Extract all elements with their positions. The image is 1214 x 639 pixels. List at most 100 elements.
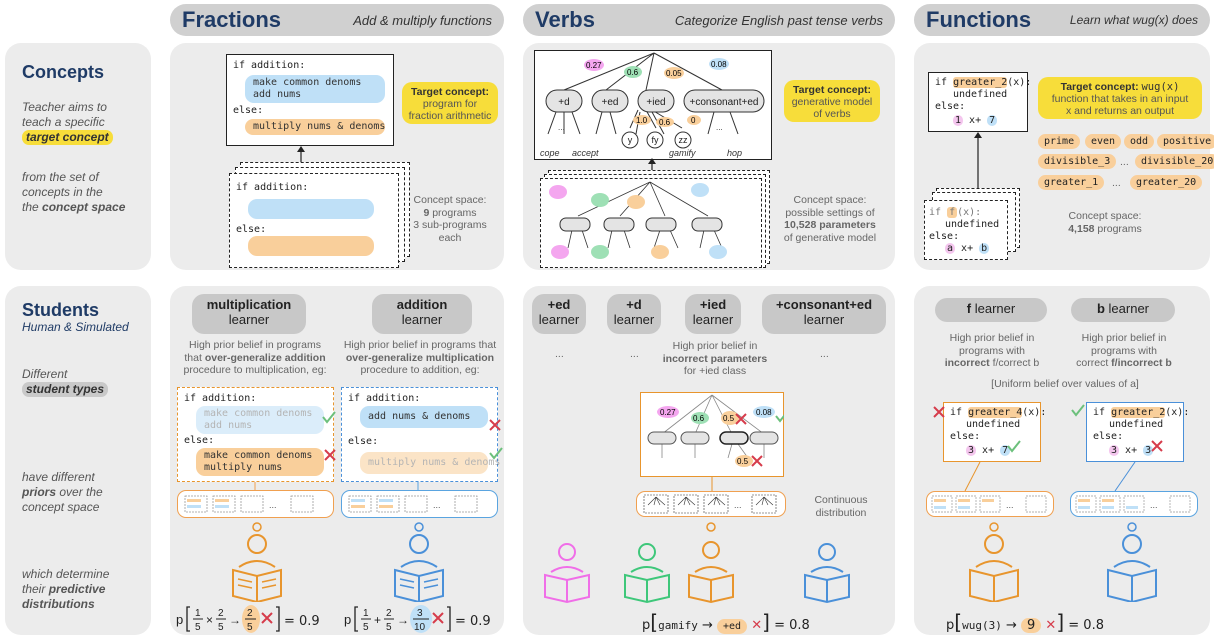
svg-text:p: p bbox=[344, 612, 351, 627]
mult-predictive-formula: p 15 × 25 → 25 bbox=[176, 605, 280, 633]
svg-text:2: 2 bbox=[247, 608, 253, 619]
svg-text:...: ... bbox=[1006, 500, 1014, 510]
predicate-tag: divisible_3 bbox=[1038, 154, 1117, 169]
verb-prob: 0.08 bbox=[711, 60, 727, 69]
f-student-figure bbox=[969, 522, 1019, 602]
mult-learner-program: if addition: make common denoms add nums… bbox=[177, 387, 334, 482]
verb-prob: 0.27 bbox=[586, 61, 602, 70]
header-title: Verbs bbox=[535, 7, 595, 32]
header-title: Fractions bbox=[182, 7, 282, 32]
header-subtitle: Categorize English past tense verbs bbox=[674, 12, 883, 28]
svg-text:0: 0 bbox=[691, 116, 696, 125]
plus-ed-student-figure bbox=[544, 543, 590, 604]
b-learner-pill: b learner bbox=[1071, 298, 1175, 322]
svg-text:5: 5 bbox=[218, 622, 224, 633]
predicate-tag: prime bbox=[1038, 134, 1081, 149]
mult-subprogram: multiply nums & denoms bbox=[245, 119, 385, 135]
verbs-predictive-formula: p[gamify → +ed ✕] = 0.8 bbox=[642, 610, 810, 634]
header-verbs: Verbs Categorize English past tense verb… bbox=[523, 4, 895, 36]
svg-text:accept: accept bbox=[572, 148, 599, 158]
student-types-desc: Different student types bbox=[22, 367, 109, 397]
add-formula-prob: = 0.9 bbox=[455, 614, 491, 629]
svg-text:10: 10 bbox=[414, 622, 426, 633]
verb-prob: 0.05 bbox=[666, 69, 682, 78]
fractions-connectors bbox=[254, 482, 419, 490]
b-learner-program: if greater_2(x): undefined else: 3 x+ 3 bbox=[1086, 402, 1189, 462]
plus-d-student-figure bbox=[624, 543, 670, 604]
mult-student-figure bbox=[232, 522, 282, 602]
header-subtitle: Add & multiply functions bbox=[353, 12, 492, 28]
predictive-desc: which determine their predictive distrib… bbox=[22, 567, 110, 611]
fractions-concept-space: if addition: else: bbox=[229, 173, 399, 268]
svg-text:5: 5 bbox=[363, 622, 369, 633]
b-student-figure bbox=[1107, 522, 1157, 602]
svg-text:0.6: 0.6 bbox=[693, 414, 705, 423]
svg-text:cope: cope bbox=[540, 148, 560, 158]
uniform-belief-text: [Uniform belief over values of a] bbox=[991, 378, 1139, 390]
predicate-tag: even bbox=[1085, 134, 1122, 149]
svg-text:...: ... bbox=[1150, 500, 1158, 510]
header-subtitle: Learn what wug(x) does bbox=[1069, 13, 1198, 27]
svg-text:1.0: 1.0 bbox=[636, 116, 648, 125]
svg-text:0.27: 0.27 bbox=[660, 408, 676, 417]
left-students-panel bbox=[5, 286, 151, 635]
functions-predictive-formula: p[wug(3) → 9 ✕] = 0.8 bbox=[946, 610, 1104, 634]
functions-prior-minis: ...... bbox=[931, 495, 1191, 513]
svg-text:0.08: 0.08 bbox=[756, 408, 772, 417]
add-subprogram: make common denoms add nums bbox=[245, 75, 385, 103]
svg-text:5: 5 bbox=[195, 622, 201, 633]
verb-node: +d bbox=[558, 97, 569, 108]
svg-text:0.5: 0.5 bbox=[737, 457, 749, 466]
students-heading: Students bbox=[22, 300, 100, 320]
svg-text:y: y bbox=[628, 135, 633, 145]
svg-text:0.6: 0.6 bbox=[659, 118, 671, 127]
svg-text:2: 2 bbox=[218, 608, 224, 619]
fractions-target-program: if addition: make common denoms add nums… bbox=[226, 54, 394, 146]
svg-text:×: × bbox=[206, 613, 213, 627]
plus-consonant-student-figure bbox=[804, 543, 850, 604]
add-predictive-formula: p 15 + 25 → 310 bbox=[344, 605, 451, 633]
add-learner-program: if addition: add nums & denoms else: mul… bbox=[341, 387, 500, 482]
priors-desc: have different priors over the concept s… bbox=[22, 470, 103, 514]
svg-text:1: 1 bbox=[195, 608, 201, 619]
verbs-target-tree: 0.27 0.6 0.05 0.08 +d +ed +ied +consonan… bbox=[540, 52, 765, 158]
functions-marks bbox=[933, 404, 1163, 453]
predicate-tag: odd bbox=[1124, 134, 1155, 149]
concepts-desc: Teacher aims to teach a specific target … bbox=[22, 100, 113, 145]
header-fractions: Fractions Add & multiply functions bbox=[170, 4, 504, 36]
svg-text:0.5: 0.5 bbox=[723, 414, 735, 423]
header-functions: Functions Learn what wug(x) does bbox=[914, 4, 1210, 36]
prior-minis: ...... bbox=[184, 495, 478, 513]
fractions-marks bbox=[322, 411, 503, 461]
functions-space-text: Concept space:4,158 programs bbox=[1068, 210, 1142, 235]
svg-text:1: 1 bbox=[363, 608, 369, 619]
svg-text:→: → bbox=[397, 613, 409, 627]
svg-text:2: 2 bbox=[386, 608, 392, 619]
students-sub: Human & Simulated bbox=[22, 320, 129, 334]
verb-prob: 0.6 bbox=[627, 68, 639, 77]
verb-node: +consonant+ed bbox=[690, 97, 759, 108]
svg-text:→: → bbox=[229, 613, 241, 627]
svg-text:+: + bbox=[374, 613, 381, 627]
concept-space-desc: from the set of concepts in the the conc… bbox=[22, 170, 126, 214]
concepts-heading: Concepts bbox=[22, 62, 105, 82]
svg-text:...: ... bbox=[716, 123, 723, 132]
svg-text:gamify: gamify bbox=[669, 148, 696, 158]
functions-target-program: if greater_2(x): undefined else: 1 x+ 7 bbox=[928, 72, 1031, 132]
left-concepts-panel bbox=[5, 43, 151, 270]
